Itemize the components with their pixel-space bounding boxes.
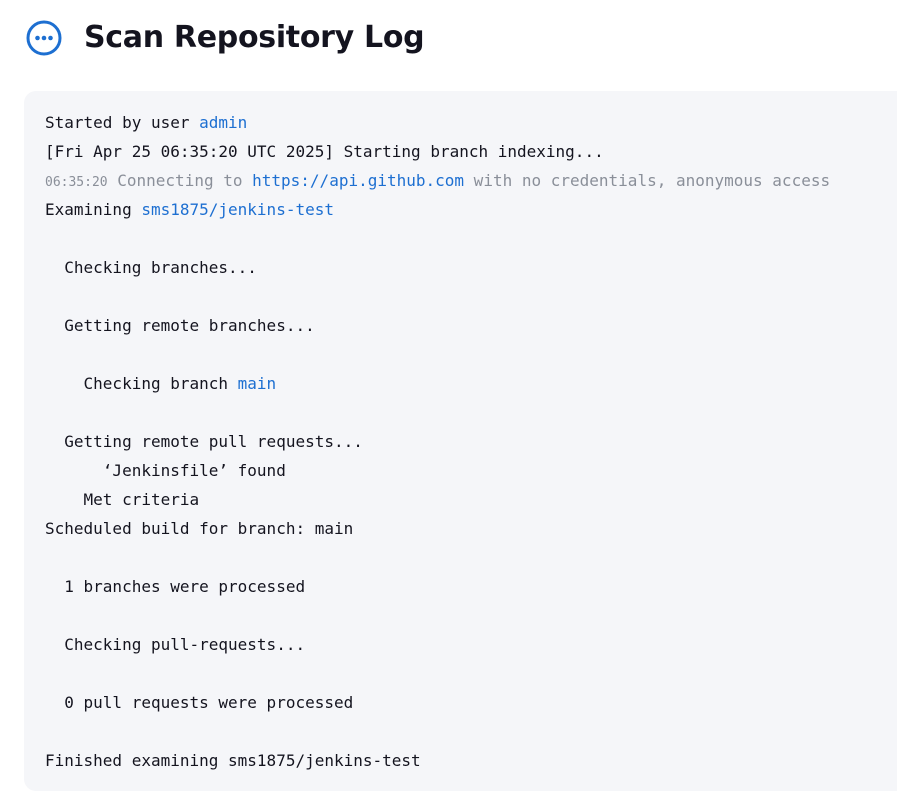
github-api-link[interactable]: https://api.github.com [252,171,465,190]
log-blank-line [45,282,897,311]
log-line-checking-branches: Checking branches... [45,258,257,277]
log-line-indexing-start: [Fri Apr 25 06:35:20 UTC 2025] Starting … [45,142,604,161]
user-link[interactable]: admin [199,113,248,132]
log-line-pull-requests-processed: 0 pull requests were processed [45,693,354,712]
log-blank-line [45,340,897,369]
log-line-met-criteria: Met criteria [45,490,200,509]
log-text: Examining [45,200,142,219]
log-line-branches-processed: 1 branches were processed [45,577,306,596]
log-line-remote-branches: Getting remote branches... [45,316,315,335]
console-output: Started by user admin [Fri Apr 25 06:35:… [24,91,897,791]
log-blank-line [45,601,897,630]
log-line-started-by: Started by user admin [45,108,897,137]
repository-link[interactable]: sms1875/jenkins-test [141,200,334,219]
log-text: with no credentials, anonymous access [464,171,831,190]
more-horizontal-circle-icon [26,20,62,56]
log-blank-line [45,398,897,427]
page-title: Scan Repository Log [84,20,425,55]
log-line-checking-pull-requests: Checking pull-requests... [45,635,306,654]
log-text: Connecting to [107,171,253,190]
log-line-jenkinsfile-found: ‘Jenkinsfile’ found [45,461,286,480]
log-text: Started by user [45,113,200,132]
log-blank-line [45,543,897,572]
log-blank-line [45,224,897,253]
log-line-checking-branch: Checking branch main [45,369,897,398]
log-line-connecting: 06:35:20 Connecting to https://api.githu… [45,166,897,195]
log-line-finished: Finished examining sms1875/jenkins-test [45,751,421,770]
log-blank-line [45,659,897,688]
log-text: Checking branch [45,374,238,393]
log-line-examining: Examining sms1875/jenkins-test [45,195,897,224]
log-blank-line [45,717,897,746]
log-timestamp: 06:35:20 [45,175,108,190]
page-header: Scan Repository Log [26,18,425,58]
log-line-scheduled-build: Scheduled build for branch: main [45,519,354,538]
log-line-remote-pull-requests: Getting remote pull requests... [45,432,363,451]
branch-link[interactable]: main [237,374,277,393]
